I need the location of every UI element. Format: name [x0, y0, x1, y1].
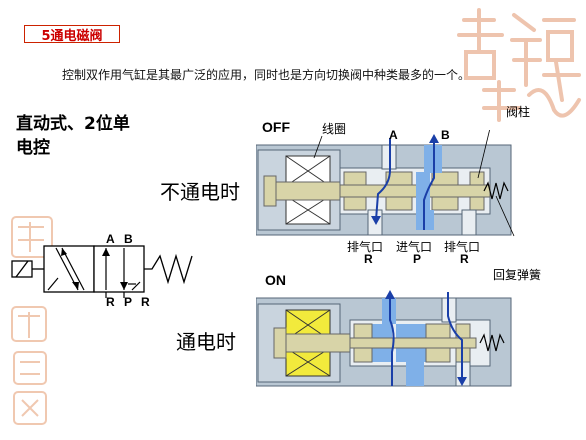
valve-symbol: [11, 245, 193, 298]
off-port-r2: R: [460, 252, 469, 266]
valve-type-heading: 直动式、2位单 电控: [16, 112, 166, 160]
coil-callout: 线圈: [322, 122, 347, 136]
off-port-a: A: [389, 128, 398, 142]
symbol-port-r1: R: [106, 295, 115, 309]
on-tag: ON: [265, 272, 286, 288]
slide-title: 5通电磁阀: [24, 25, 120, 44]
off-spring: [483, 181, 509, 200]
spring-callout: 回复弹簧: [493, 268, 542, 282]
symbol-port-b: B: [124, 232, 133, 246]
calligraphy-decoration: [457, 8, 581, 122]
symbol-port-a: A: [106, 232, 115, 246]
off-port-b: B: [441, 128, 450, 142]
on-spring: [479, 333, 505, 352]
on-valve-illustration: [256, 290, 512, 387]
spring-symbol: [144, 253, 193, 285]
inlet-callout: 进气口: [396, 240, 433, 254]
exhaust-right-callout: 排气口: [444, 240, 481, 254]
symbol-port-r2: R: [141, 295, 150, 309]
symbol-port-p: P: [124, 295, 133, 309]
off-state-label: 不通电时: [160, 180, 240, 204]
heading-line-2: 电控: [16, 138, 50, 158]
spool-callout: 阀柱: [506, 105, 531, 119]
off-valve-illustration: [256, 130, 515, 237]
exhaust-left-callout: 排气口: [347, 240, 384, 254]
off-tag: OFF: [262, 119, 290, 135]
heading-line-1: 直动式、2位单: [16, 114, 130, 134]
off-port-p: P: [413, 252, 422, 266]
intro-text: 控制双作用气缸是其最广泛的应用，同时也是方向切换阀中种类最多的一个。: [62, 68, 471, 82]
on-state-label: 通电时: [176, 330, 236, 354]
stamp-decoration-strip: [11, 216, 53, 425]
off-port-r1: R: [364, 252, 373, 266]
